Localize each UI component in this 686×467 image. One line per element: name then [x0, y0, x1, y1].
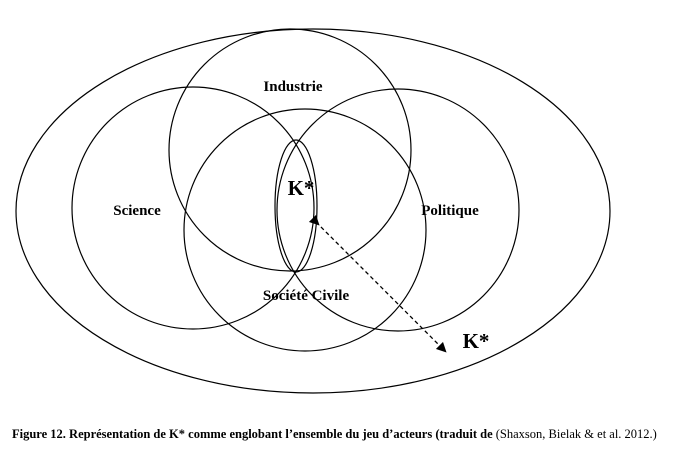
label-kstar-outer: K*: [463, 329, 490, 353]
label-kstar-center: K*: [288, 176, 315, 200]
label-industrie: Industrie: [263, 79, 323, 95]
circle-science: [71, 86, 315, 330]
label-societe-civile: Société Civile: [263, 288, 350, 304]
label-science: Science: [113, 203, 161, 219]
outer-ellipse: [15, 28, 611, 394]
label-politique: Politique: [421, 203, 479, 219]
venn-diagram: Industrie Science Politique Société Civi…: [15, 28, 611, 394]
center-ellipse: [274, 139, 318, 273]
dashed-double-arrow: [308, 214, 447, 353]
circle-industrie: [168, 28, 412, 272]
figure-caption: Figure 12. Représentation de K* comme en…: [12, 425, 678, 443]
caption-title: Figure 12. Représentation de K* comme en…: [12, 427, 493, 441]
caption-citation: (Shaxson, Bielak & et al. 2012.): [492, 427, 657, 441]
